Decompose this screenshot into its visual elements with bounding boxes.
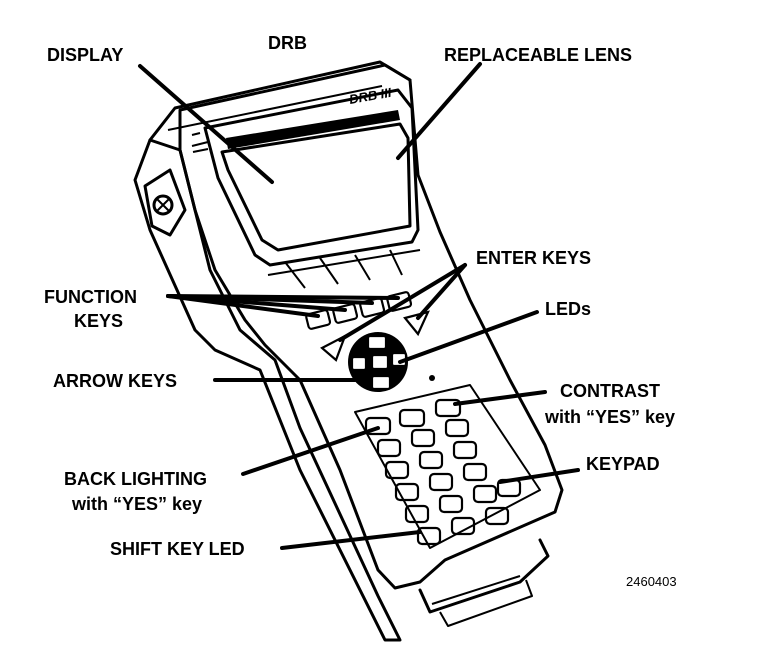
arrow-key-up[interactable] bbox=[366, 334, 388, 351]
arrow-key-left[interactable] bbox=[350, 355, 368, 372]
keypad-key[interactable] bbox=[376, 438, 402, 458]
label-keypad: KEYPAD bbox=[586, 454, 660, 474]
leader-back-lighting bbox=[241, 426, 380, 476]
arrow-key-center[interactable] bbox=[370, 353, 390, 371]
keypad-key[interactable] bbox=[452, 440, 478, 460]
led-indicator bbox=[429, 375, 435, 381]
label-function-keys-line1: FUNCTION bbox=[44, 287, 137, 307]
bottom-connector bbox=[418, 538, 550, 614]
function-key-2[interactable] bbox=[332, 303, 359, 324]
keypad-key[interactable] bbox=[418, 450, 444, 470]
label-enter-keys: ENTER KEYS bbox=[476, 248, 591, 268]
function-key-1[interactable] bbox=[305, 309, 332, 330]
display-screen bbox=[220, 122, 412, 252]
leader-contrast bbox=[453, 390, 547, 406]
keypad-key[interactable] bbox=[438, 494, 464, 514]
display-header-bar bbox=[226, 110, 400, 149]
drb-device: DRB III bbox=[133, 60, 564, 642]
shift-key[interactable] bbox=[416, 526, 442, 546]
leader-keypad bbox=[498, 468, 580, 484]
leader-enter-keys-2 bbox=[416, 263, 467, 320]
keypad-key[interactable] bbox=[428, 472, 454, 492]
enter-key-right[interactable] bbox=[403, 310, 430, 337]
label-function-keys-line2: KEYS bbox=[74, 311, 123, 331]
keypad-key[interactable] bbox=[398, 408, 426, 428]
figure-number: 2460403 bbox=[626, 574, 677, 589]
leader-lines bbox=[138, 62, 580, 550]
keypad-key[interactable] bbox=[410, 428, 436, 448]
leader-display bbox=[138, 64, 274, 184]
leader-replaceable-lens bbox=[396, 62, 482, 160]
label-back-lighting-line1: BACK LIGHTING bbox=[64, 469, 207, 489]
keypad-key[interactable] bbox=[404, 504, 430, 524]
label-display: DISPLAY bbox=[47, 45, 123, 65]
leader-shift-key-led bbox=[280, 530, 422, 550]
keypad-key[interactable] bbox=[462, 462, 488, 482]
label-contrast-line1: CONTRAST bbox=[560, 381, 660, 401]
device-model-text: DRB III bbox=[348, 85, 393, 107]
label-replaceable-lens: REPLACEABLE LENS bbox=[444, 45, 632, 65]
enter-key-left[interactable] bbox=[320, 333, 348, 362]
side-connector bbox=[143, 168, 187, 237]
label-arrow-keys: ARROW KEYS bbox=[53, 371, 177, 391]
label-contrast-line2: with “YES” key bbox=[544, 407, 675, 427]
diagram-title: DRB bbox=[268, 33, 307, 53]
leader-enter-keys-1 bbox=[338, 263, 467, 342]
keypad-key[interactable] bbox=[472, 484, 498, 504]
keypad-key[interactable] bbox=[484, 506, 510, 526]
keypad-key[interactable] bbox=[444, 418, 470, 438]
arrow-key-down[interactable] bbox=[370, 374, 392, 391]
keypad-key[interactable] bbox=[450, 516, 476, 536]
display-bezel bbox=[203, 88, 420, 267]
label-shift-key-led: SHIFT KEY LED bbox=[110, 539, 245, 559]
arrow-keys-cluster bbox=[348, 332, 408, 392]
leader-function-keys-4 bbox=[166, 294, 400, 300]
label-back-lighting-line2: with “YES” key bbox=[71, 494, 202, 514]
label-leds: LEDs bbox=[545, 299, 591, 319]
leader-leds bbox=[398, 310, 539, 364]
